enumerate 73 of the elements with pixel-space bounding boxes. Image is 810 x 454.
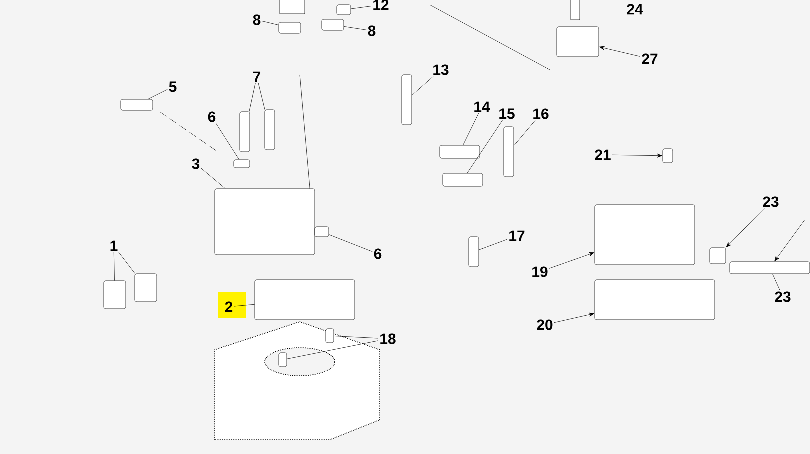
- callout-number: 8: [253, 14, 261, 26]
- part-drawing: [326, 328, 334, 344]
- leader-line: [262, 21, 279, 26]
- callout-number: 19: [532, 266, 548, 278]
- callout-number: 23: [775, 292, 791, 302]
- callout-number: 5: [169, 82, 177, 92]
- leader-line: [329, 234, 373, 252]
- part-drawing: [234, 160, 250, 168]
- part-drawing: [662, 148, 674, 164]
- leader-line: [514, 120, 536, 146]
- callout-number: 27: [642, 54, 658, 64]
- arrow: [600, 46, 641, 57]
- leader-line: [467, 120, 503, 174]
- leader-line: [249, 83, 256, 112]
- part-drawing: [594, 280, 716, 320]
- leader-line: [201, 168, 226, 189]
- callout-number: 3: [192, 158, 200, 170]
- part-drawing: [314, 226, 330, 238]
- leader-line: [334, 336, 379, 339]
- callout-number: 8: [368, 26, 376, 36]
- arrow: [612, 154, 662, 158]
- arrow: [774, 220, 806, 262]
- part-drawing: [730, 262, 810, 274]
- arrow: [726, 208, 765, 248]
- part-drawing: [254, 280, 356, 320]
- part-drawing: [556, 26, 600, 58]
- part-drawing: [594, 204, 696, 266]
- leader-line: [344, 26, 367, 30]
- callout-number: 6: [208, 112, 216, 122]
- callout-number: 2: [225, 302, 233, 312]
- leader-line: [351, 6, 372, 10]
- leader-line: [412, 76, 434, 96]
- leader-line: [216, 123, 240, 160]
- callout-number: 13: [434, 64, 449, 76]
- callout-number: 14: [474, 102, 490, 112]
- part-drawing: [504, 126, 514, 178]
- callout-number: 1: [110, 240, 118, 252]
- callout-number: 7: [254, 72, 260, 82]
- part-drawing: [278, 352, 288, 368]
- part-drawing: [120, 99, 154, 111]
- leader-line: [772, 274, 780, 291]
- part-drawing: [710, 248, 726, 264]
- part-drawing: [264, 110, 276, 150]
- part-drawing: [402, 74, 412, 126]
- leader-line: [258, 83, 266, 110]
- callout-number: 21: [595, 150, 611, 160]
- leader-line: [234, 304, 255, 307]
- part-drawing: [214, 188, 316, 256]
- callout-number: 24: [627, 4, 644, 15]
- callout-number: 16: [534, 108, 549, 120]
- arrow: [549, 252, 594, 269]
- arrow: [554, 312, 594, 324]
- callout-number: 12: [374, 0, 389, 10]
- leader-line: [118, 252, 136, 274]
- callout-number: 23: [763, 196, 779, 208]
- part-drawing: [104, 280, 126, 310]
- callout-number: 6: [374, 248, 382, 260]
- part-drawing: [278, 22, 302, 34]
- part-drawing: [442, 173, 484, 187]
- part-drawing: [240, 112, 250, 152]
- part-drawing: [322, 19, 344, 31]
- part-drawing: [468, 236, 480, 268]
- leader-line: [148, 89, 168, 100]
- leader-line: [479, 239, 508, 250]
- leader-line: [114, 252, 115, 281]
- part-drawing: [134, 274, 158, 302]
- callout-number: 20: [537, 320, 553, 330]
- part-drawing: [336, 4, 352, 16]
- callout-number: 17: [510, 230, 525, 242]
- part-drawing: [440, 145, 480, 159]
- callout-number: 15: [500, 108, 515, 120]
- leader-line: [463, 113, 480, 146]
- callout-number: 18: [380, 334, 396, 344]
